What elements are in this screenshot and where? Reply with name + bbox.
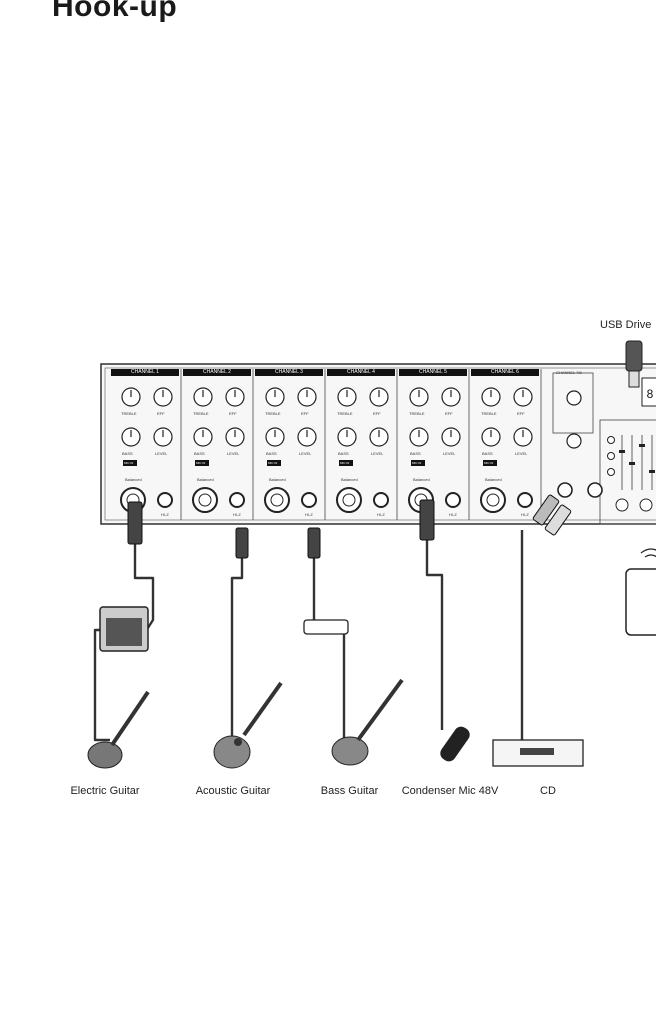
amplifier-icon <box>99 606 149 652</box>
channel-header-strip <box>471 369 539 376</box>
mic-in-badge-label: MIC IN <box>340 461 350 465</box>
mic-in-badge <box>339 460 353 466</box>
mic-in-badge <box>267 460 281 466</box>
acoustic-guitar-icon <box>213 681 283 769</box>
knob-label-treble: TREBLE <box>121 411 137 416</box>
mic-in-badge <box>411 460 425 466</box>
xlr-input-jack-inner <box>486 493 500 507</box>
device-label: Acoustic Guitar <box>195 785 271 797</box>
channel-label: CHANNEL 4 <box>347 369 375 375</box>
hi-z-label: HI-Z <box>161 512 169 517</box>
cd-player-icon <box>492 739 584 767</box>
mic-in-badge <box>483 460 497 466</box>
cables <box>93 530 524 742</box>
hi-z-label: HI-Z <box>449 512 457 517</box>
mic-in-badge-label: MIC IN <box>484 461 494 465</box>
knob-label-level: LEVEL <box>371 451 384 456</box>
balanced-label: Balanced <box>413 477 430 482</box>
balanced-label: Balanced <box>341 477 358 482</box>
channel-header-strip <box>327 369 395 376</box>
channel-header-strip <box>399 369 467 376</box>
knob-label-treble: TREBLE <box>193 411 209 416</box>
mic-in-badge <box>123 460 137 466</box>
knob-label-bass: BASS <box>482 451 493 456</box>
hi-z-input-jack <box>373 492 389 508</box>
knob-label-level: LEVEL <box>227 451 240 456</box>
hi-z-label: HI-Z <box>305 512 313 517</box>
knob-label-bass: BASS <box>266 451 277 456</box>
hi-z-input-jack <box>229 492 245 508</box>
knob-label-treble: TREBLE <box>481 411 497 416</box>
knob-label-bass: BASS <box>122 451 133 456</box>
hi-z-input-jack <box>445 492 461 508</box>
hi-z-label: HI-Z <box>521 512 529 517</box>
channel-header-strip <box>255 369 323 376</box>
channel-label: CHANNEL 5 <box>419 369 447 375</box>
hi-z-label: HI-Z <box>377 512 385 517</box>
channel-strip <box>327 369 398 520</box>
bluetooth-device-icon <box>625 548 656 636</box>
xlr-input-jack-inner <box>342 493 356 507</box>
knob-label-treble: TREBLE <box>265 411 281 416</box>
xlr-input-jack-inner <box>198 493 212 507</box>
page-title: Hook-up <box>52 0 178 23</box>
cable-plugs <box>127 494 572 559</box>
knob-label-eff: EFF <box>229 411 237 416</box>
channel-label: CHANNEL 6 <box>491 369 519 375</box>
channel-header-strip <box>183 369 251 376</box>
knob-label-treble: TREBLE <box>337 411 353 416</box>
channel-strip <box>183 369 254 520</box>
knob-label-bass: BASS <box>410 451 421 456</box>
device-label: Electric Guitar <box>70 785 140 797</box>
knob-label-bass: BASS <box>338 451 349 456</box>
channel-strip <box>471 369 542 520</box>
knob-label-eff: EFF <box>373 411 381 416</box>
knob-label-eff: EFF <box>157 411 165 416</box>
channel-label: CHANNEL 3 <box>275 369 303 375</box>
usb-drive-label: USB Drive <box>600 319 652 331</box>
knob-label-eff: EFF <box>445 411 453 416</box>
mic-in-badge-label: MIC IN <box>412 461 422 465</box>
balanced-label: Balanced <box>197 477 214 482</box>
mic-in-badge-label: MIC IN <box>268 461 278 465</box>
svg-text:8: 8 <box>647 387 654 401</box>
hi-z-input-jack <box>517 492 533 508</box>
usb-drive-icon <box>625 340 643 388</box>
mic-in-badge-label: MIC IN <box>196 461 206 465</box>
bass-guitar-icon <box>331 678 404 766</box>
device-label: Condenser Mic 48V <box>401 785 499 797</box>
balanced-label: Balanced <box>269 477 286 482</box>
knob-label-level: LEVEL <box>443 451 456 456</box>
condenser-mic-icon <box>440 726 470 762</box>
knob-label-level: LEVEL <box>515 451 528 456</box>
mic-in-badge <box>195 460 209 466</box>
xlr-input-jack-inner <box>270 493 284 507</box>
electric-guitar-icon <box>87 690 150 769</box>
knob-label-eff: EFF <box>301 411 309 416</box>
hi-z-input-jack <box>301 492 317 508</box>
knob-label-level: LEVEL <box>155 451 168 456</box>
knob-label-level: LEVEL <box>299 451 312 456</box>
channel-strip <box>255 369 326 520</box>
channel-header-strip <box>111 369 179 376</box>
channel-label: CHANNEL 2 <box>203 369 231 375</box>
hi-z-label: HI-Z <box>233 512 241 517</box>
balanced-label: Balanced <box>485 477 502 482</box>
mic-in-badge-label: MIC IN <box>124 461 134 465</box>
stereo-master-section: 8 <box>552 372 656 525</box>
knob-label-eff: EFF <box>517 411 525 416</box>
balanced-label: Balanced <box>125 477 142 482</box>
channel-label: CHANNEL 1 <box>131 369 159 375</box>
device-label: CD <box>540 785 556 797</box>
stereo-channel-label: CHANNEL 7/8 <box>556 370 582 375</box>
hi-z-input-jack <box>157 492 173 508</box>
di-box-icon <box>303 619 349 635</box>
knob-label-bass: BASS <box>194 451 205 456</box>
device-label: Bass Guitar <box>320 785 379 797</box>
knob-label-treble: TREBLE <box>409 411 425 416</box>
